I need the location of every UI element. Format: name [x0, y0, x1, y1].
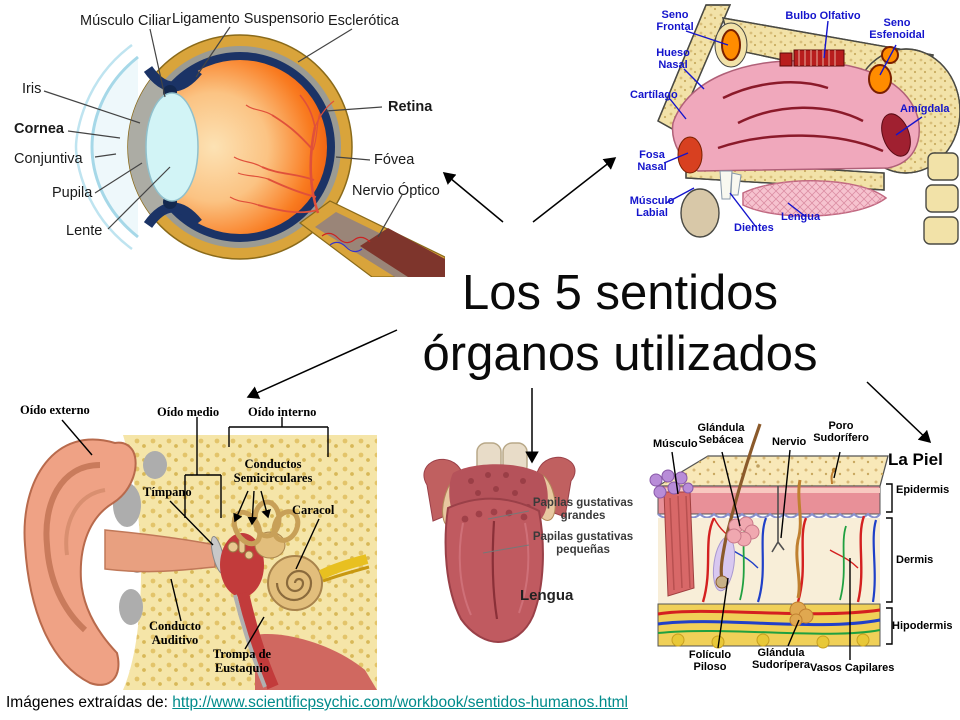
arrow-to-eye — [442, 172, 504, 223]
eye-label-nervio-optico: Nervio Óptico — [352, 183, 440, 199]
nose-label-seno-esfenoidal: Seno Esfenoidal — [869, 17, 925, 42]
eye-label-lente: Lente — [66, 223, 103, 239]
skin-label-glandula-sebacea: Glándula Sebácea — [697, 422, 745, 447]
nose-label-fosa-nasal: Fosa Nasal — [637, 149, 667, 174]
eye-label-fovea: Fóvea — [374, 152, 415, 168]
skin-diagram: Músculo Glándula Sebácea Nervio Poro Sud… — [648, 418, 960, 682]
skin-label-nervio: Nervio — [772, 436, 807, 448]
nerve-shape — [771, 486, 785, 553]
nose-label-bulbo-olfativo: Bulbo Olfativo — [785, 10, 861, 22]
skin-label-musculo: Músculo — [653, 438, 698, 450]
sphenoid-sinus — [868, 46, 899, 94]
skin-label-poro-sudorifero: Poro Sudorífero — [813, 420, 869, 445]
optic-nerve — [298, 200, 445, 277]
arrow-to-nose — [532, 157, 617, 223]
eye-label-musculo-ciliar: Músculo Ciliar — [80, 13, 172, 29]
ear-label-caracol: Caracol — [292, 503, 335, 517]
olfactory-bulb — [779, 49, 845, 67]
eye-label-cornea: Cornea — [14, 121, 64, 137]
ear-leader-lines — [61, 417, 329, 650]
tongue-leader-lines — [482, 510, 530, 554]
skin-label-glandula-sudoripera: Glándula Sudorípera — [751, 647, 811, 672]
tongue-illustration — [423, 442, 576, 644]
nose-label-seno-frontal: Seno Frontal — [656, 9, 694, 34]
skin-layers — [657, 485, 881, 649]
tongue-label-papilas-grandes: Papilas gustativas grandes — [532, 497, 634, 522]
ear-label-conductos-semicirculares: Conductos Semicirculares — [233, 457, 313, 485]
title-line-2: órganos utilizados — [422, 327, 818, 381]
skin-illustration — [649, 423, 893, 660]
outer-ear — [23, 438, 137, 686]
eye-label-ligamento-suspensorio: Ligamento Suspensorio — [172, 11, 325, 27]
nose-diagram: Seno Frontal Bulbo Olfativo Seno Esfenoi… — [628, 3, 960, 245]
skin-label-foliculo-piloso: Folículo Piloso — [688, 649, 732, 674]
ear-label-timpano: Tímpano — [143, 485, 192, 499]
skin-leader-lines — [671, 449, 893, 660]
nose-label-hueso-nasal: Hueso Nasal — [656, 47, 690, 72]
muscle-shape — [663, 491, 695, 597]
title-line-1: Los 5 sentidos — [462, 266, 778, 320]
eye-leader-lines — [43, 26, 403, 238]
ear-label-trompa-eustaquio: Trompa de Eustaquio — [212, 647, 272, 675]
eye-label-conjuntiva: Conjuntiva — [14, 151, 83, 167]
nose-label-dientes: Dientes — [734, 222, 774, 234]
source-link[interactable]: http://www.scientificpsychic.com/workboo… — [172, 694, 629, 711]
cornea-shape — [74, 43, 139, 251]
eye-diagram: Músculo Ciliar Ligamento Suspensorio Esc… — [0, 5, 445, 277]
nose-illustration — [657, 4, 960, 245]
skin-top-face — [655, 455, 889, 487]
skin-label-dermis: Dermis — [896, 554, 934, 566]
tongue-label-lengua: Lengua — [520, 587, 574, 604]
ear-label-oido-medio: Oído medio — [157, 405, 220, 419]
eye-label-iris: Iris — [22, 81, 42, 97]
nose-leader-lines — [663, 20, 923, 228]
tongue-body — [444, 497, 544, 644]
skin-label-hipodermis: Hipodermis — [892, 620, 953, 632]
frontal-sinus — [714, 22, 748, 68]
ear-diagram: Oído externo Oído medio Oído interno Con… — [5, 395, 377, 690]
skin-label-vasos-capilares: Vasos Capilares — [810, 662, 895, 674]
ear-label-oido-externo: Oído externo — [20, 403, 90, 417]
sweat-gland — [789, 469, 835, 627]
cell-cluster — [649, 469, 694, 499]
tongue-diagram: Papilas gustativas grandes Papilas gusta… — [393, 423, 643, 648]
skin-label-epidermis: Epidermis — [896, 484, 950, 496]
ear-label-conducto-auditivo: Conducto Auditivo — [148, 619, 202, 647]
eye-illustration — [43, 26, 445, 277]
nose-label-lengua: Lengua — [781, 211, 821, 223]
nostril-shape — [677, 136, 703, 174]
eye-label-pupila: Pupila — [52, 185, 93, 201]
attribution: Imágenes extraídas de: http://www.scient… — [6, 694, 628, 712]
lens-and-iris — [128, 65, 202, 229]
inner-ear — [231, 499, 370, 611]
retinal-vessels — [229, 94, 335, 214]
tongue-shape — [742, 180, 888, 217]
nose-label-musculo-labial: Músculo Labial — [629, 195, 675, 220]
attribution-prefix: Imágenes extraídas de: — [6, 694, 173, 711]
page-title: Los 5 sentidos órganos utilizados — [350, 263, 890, 385]
eyeball — [127, 34, 353, 260]
ear-label-oido-interno: Oído interno — [248, 405, 317, 419]
dermis-vessels — [657, 515, 881, 635]
teeth-shape — [719, 170, 742, 200]
nose-label-cartilago: Cartílago — [630, 89, 678, 101]
eye-label-retina: Retina — [388, 99, 433, 115]
ear-illustration — [23, 417, 377, 690]
skin-label-la-piel: La Piel — [888, 450, 943, 469]
eye-label-esclerotica: Esclerótica — [328, 13, 399, 29]
tongue-label-papilas-pequenas: Papilas gustativas pequeñas — [532, 531, 634, 556]
nose-label-amigdala: Amígdala — [900, 103, 950, 115]
